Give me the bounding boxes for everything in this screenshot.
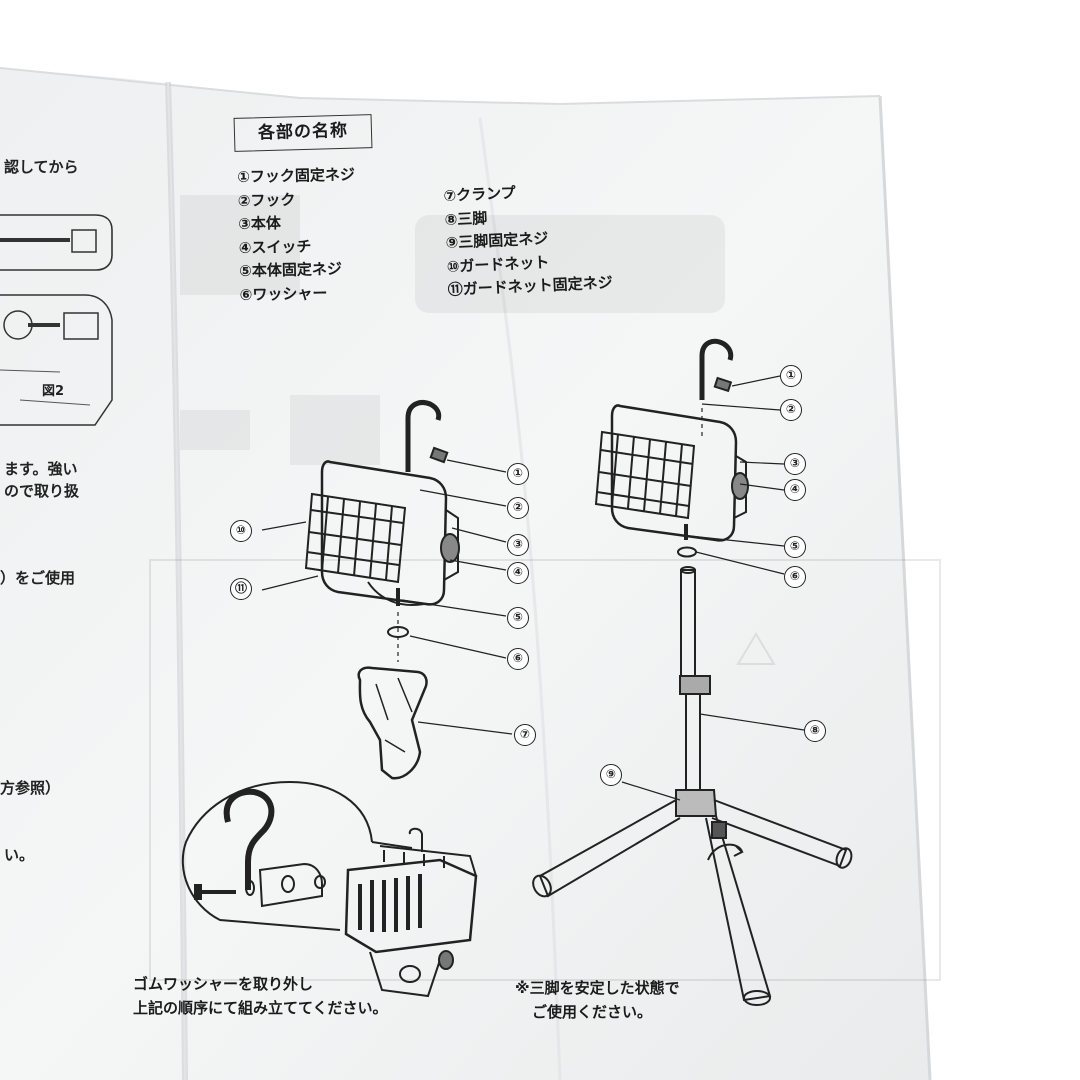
callout-number: ⑧ bbox=[804, 720, 826, 742]
callout-number: ① bbox=[780, 365, 802, 387]
callout-number: ① bbox=[507, 463, 529, 485]
callout-number: ⑥ bbox=[784, 566, 806, 588]
callout-number: ⑥ bbox=[507, 648, 529, 670]
callout-number: ⑤ bbox=[507, 607, 529, 629]
note-line: ご使用ください。 bbox=[532, 1003, 653, 1021]
tripod-stability-note: ※三脚を安定した状態で ご使用ください。 bbox=[515, 976, 680, 1024]
left-text-line: ）をご使用 bbox=[0, 569, 76, 587]
left-text-line: 方参照） bbox=[0, 779, 61, 797]
callout-number: ⑦ bbox=[514, 724, 536, 746]
callout-number: ⑨ bbox=[600, 764, 622, 786]
callout-number: ⑤ bbox=[784, 536, 806, 558]
callout-number: ③ bbox=[784, 453, 806, 475]
callout-number: ④ bbox=[507, 562, 529, 584]
callout-number: ② bbox=[507, 497, 529, 519]
rubber-washer-note: ゴムワッシャーを取り外し 上記の順序にて組み立ててください。 bbox=[133, 972, 388, 1020]
left-figure bbox=[0, 214, 113, 426]
figure-label: 図2 bbox=[42, 384, 65, 399]
note-line: ※三脚を安定した状態で bbox=[515, 979, 680, 997]
note-line: ゴムワッシャーを取り外し bbox=[133, 975, 314, 993]
callout-number: ④ bbox=[784, 479, 806, 501]
left-text-line: 認してから bbox=[4, 158, 79, 176]
callout-number: ③ bbox=[507, 534, 529, 556]
callout-number: ⑩ bbox=[230, 520, 252, 542]
callout-number: ⑪ bbox=[230, 578, 252, 600]
note-line: 上記の順序にて組み立ててください。 bbox=[133, 999, 388, 1017]
left-text-line: い。 bbox=[4, 846, 35, 864]
left-text-line: ます。強い bbox=[4, 460, 78, 478]
left-text-line: ので取り扱 bbox=[4, 482, 80, 500]
callout-number: ② bbox=[780, 399, 802, 421]
